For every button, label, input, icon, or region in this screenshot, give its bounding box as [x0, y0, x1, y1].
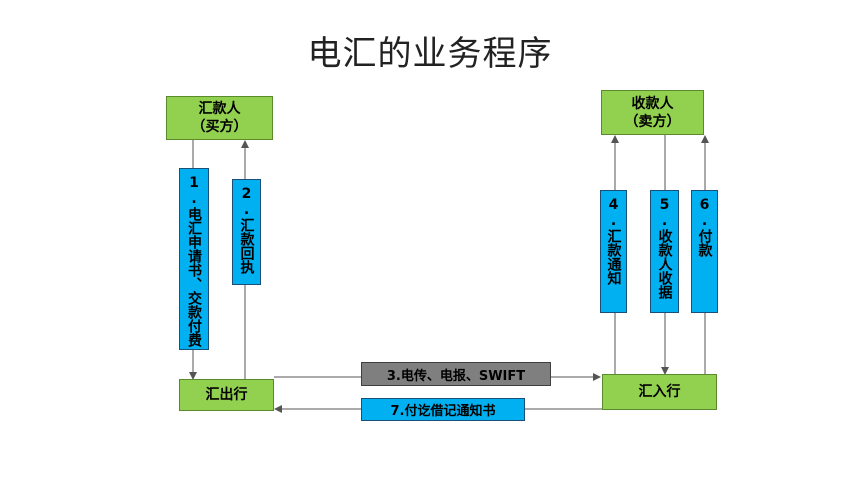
- remitting-bank-label: 汇出行: [205, 387, 248, 403]
- payee-name: 收款人: [631, 95, 674, 112]
- step-6-label: 6.付款: [691, 190, 718, 313]
- remitter-role: （买方）: [191, 119, 248, 135]
- remitter-name: 汇款人: [198, 101, 241, 117]
- step-1-label: 1.电汇申请书、交款付费: [179, 168, 209, 350]
- step-4-label: 4.汇款通知: [600, 190, 627, 313]
- step-7-label: 7.付讫借记通知书: [361, 398, 525, 421]
- paying-bank-node: 汇入行: [602, 374, 717, 410]
- remitting-bank-node: 汇出行: [179, 379, 274, 411]
- payee-role: （卖方）: [624, 113, 681, 130]
- step-3-label: 3.电传、电报、SWIFT: [361, 362, 551, 386]
- step-5-label: 5.收款人收据: [650, 190, 679, 313]
- payee-node: 收款人 （卖方）: [601, 90, 704, 135]
- paying-bank-label: 汇入行: [638, 384, 681, 400]
- page-title: 电汇的业务程序: [307, 34, 553, 74]
- remitter-node: 汇款人 （买方）: [166, 96, 273, 140]
- step-2-label: 2.汇款回执: [232, 179, 261, 285]
